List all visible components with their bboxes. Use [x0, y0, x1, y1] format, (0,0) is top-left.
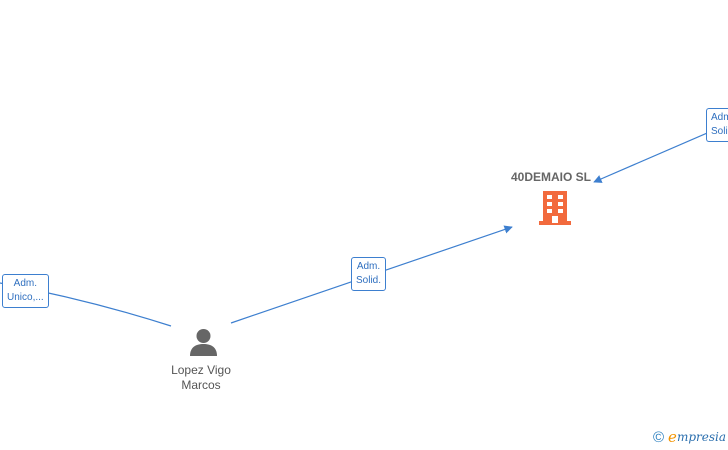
edge-label-line2: Solid. — [356, 275, 382, 286]
empresia-watermark: © e mpresia — [653, 428, 726, 446]
person-name-line2: Marcos — [181, 378, 221, 392]
edge-label-line1: Adm. — [711, 112, 728, 123]
edge-label-right-to-company[interactable]: Adm. Soli — [706, 108, 728, 142]
brand-initial: e — [668, 428, 677, 446]
edge-line-right-to-company — [593, 123, 728, 183]
edge-label-person-to-company[interactable]: Adm. Solid. — [351, 257, 387, 291]
person-name-line1: Lopez Vigo — [171, 363, 231, 377]
brand-name: mpresia — [676, 430, 726, 444]
edge-label-left-to-person[interactable]: Adm. Unico,... — [2, 274, 49, 308]
edge-label-line1: Adm. — [356, 261, 381, 272]
company-name[interactable]: 40DEMAIO SL — [511, 170, 592, 184]
person-icon[interactable] — [189, 328, 218, 362]
edge-label-line2: Unico,... — [7, 292, 44, 303]
edge-label-line1: Adm. — [13, 278, 38, 289]
person-name[interactable]: Lopez Vigo Marcos — [160, 363, 242, 393]
edge-label-line2: Soli — [711, 126, 728, 137]
copyright-icon: © — [652, 428, 665, 446]
building-icon[interactable] — [538, 190, 572, 231]
